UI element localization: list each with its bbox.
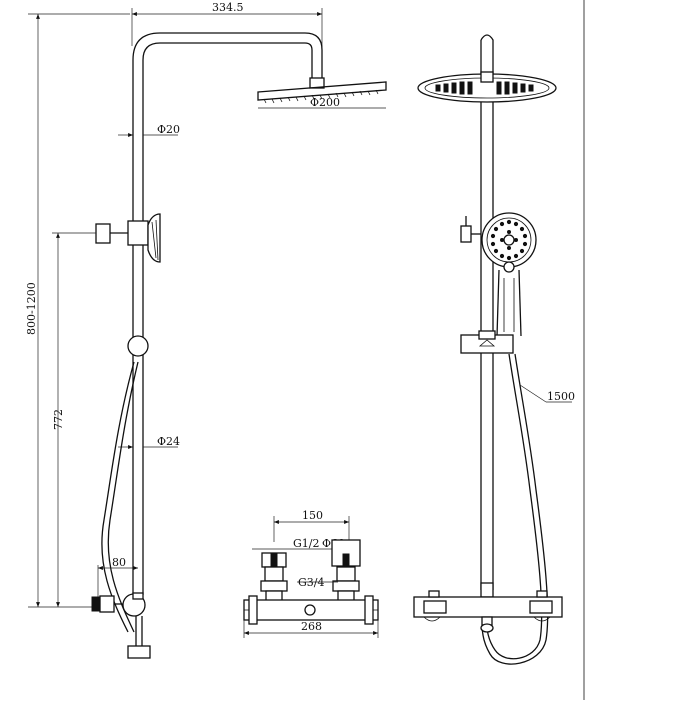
- right-eccentric-body: [336, 566, 356, 582]
- shower-head-nozzles: [263, 89, 379, 104]
- left-inlet-nut: [260, 580, 288, 592]
- front-holder-knob: [460, 225, 472, 243]
- valve-left-cap: [248, 595, 258, 625]
- handheld-spray-holes: [490, 219, 528, 261]
- label-head-diameter: Φ200: [310, 96, 340, 109]
- shower-head-side: [257, 81, 387, 101]
- handle-right-edge: [518, 269, 522, 337]
- holder-knob: [95, 223, 111, 244]
- right-eccentric-hex: [342, 553, 350, 567]
- valve-top-nut: [132, 592, 144, 600]
- front-slider-top: [478, 330, 496, 340]
- front-valve-right-cap-top: [536, 590, 548, 598]
- valve-outlet-port: [304, 604, 316, 616]
- label-thread-outlet: G3/4: [298, 576, 325, 589]
- handle-inner-lines: [503, 278, 515, 332]
- left-eccentric-body: [264, 566, 284, 582]
- front-valve-right-handle: [529, 600, 553, 614]
- label-valve-width: 268: [301, 620, 322, 633]
- handheld-center-button: [503, 234, 515, 246]
- handheld-face-lines: [151, 219, 159, 261]
- wall-inlet-left: [91, 596, 101, 612]
- wall-inlet-body: [99, 595, 115, 613]
- front-pipe-nut: [480, 582, 494, 598]
- arm-inner: [142, 42, 313, 82]
- front-valve-feet: [423, 616, 551, 622]
- slider-ball: [127, 335, 149, 357]
- handle-left-edge: [496, 269, 500, 337]
- label-height-range: 800-1200: [25, 282, 38, 335]
- front-outlet-ring: [480, 623, 494, 633]
- rain-head-nozzles: [435, 81, 534, 95]
- slider-holder: [127, 220, 149, 246]
- label-hose-length: 1500: [547, 390, 575, 403]
- front-pipe-right: [480, 34, 494, 590]
- right-inlet-nut: [332, 580, 360, 592]
- label-offset: 80: [112, 556, 126, 569]
- front-view: 1500: [413, 34, 575, 665]
- front-valve-left-cap-top: [428, 590, 440, 598]
- front-valve-left-handle: [423, 600, 447, 614]
- label-pipe-lower: Φ24: [157, 435, 180, 448]
- label-valve-centers: 150: [302, 509, 323, 522]
- valve-detail: 150 G1/2 Φ60 G3/4 268: [243, 509, 379, 638]
- valve-right-cap: [364, 595, 374, 625]
- floor-flange-side: [127, 645, 151, 659]
- arm-outer: [132, 32, 323, 82]
- handheld-neck-ring: [503, 261, 515, 273]
- side-view: 334.5 Φ200: [25, 1, 387, 659]
- left-eccentric-hex: [270, 553, 278, 567]
- label-lower-height: 772: [52, 409, 65, 430]
- dim-hose-leader: [519, 384, 547, 403]
- label-pipe-upper: Φ20: [157, 123, 180, 136]
- front-slider-wedge: [478, 339, 496, 347]
- rain-head-joint: [480, 71, 494, 83]
- label-arm-reach: 334.5: [212, 1, 244, 14]
- hose-inner: [107, 361, 139, 633]
- label-thread-inlet: G1/2: [293, 537, 320, 550]
